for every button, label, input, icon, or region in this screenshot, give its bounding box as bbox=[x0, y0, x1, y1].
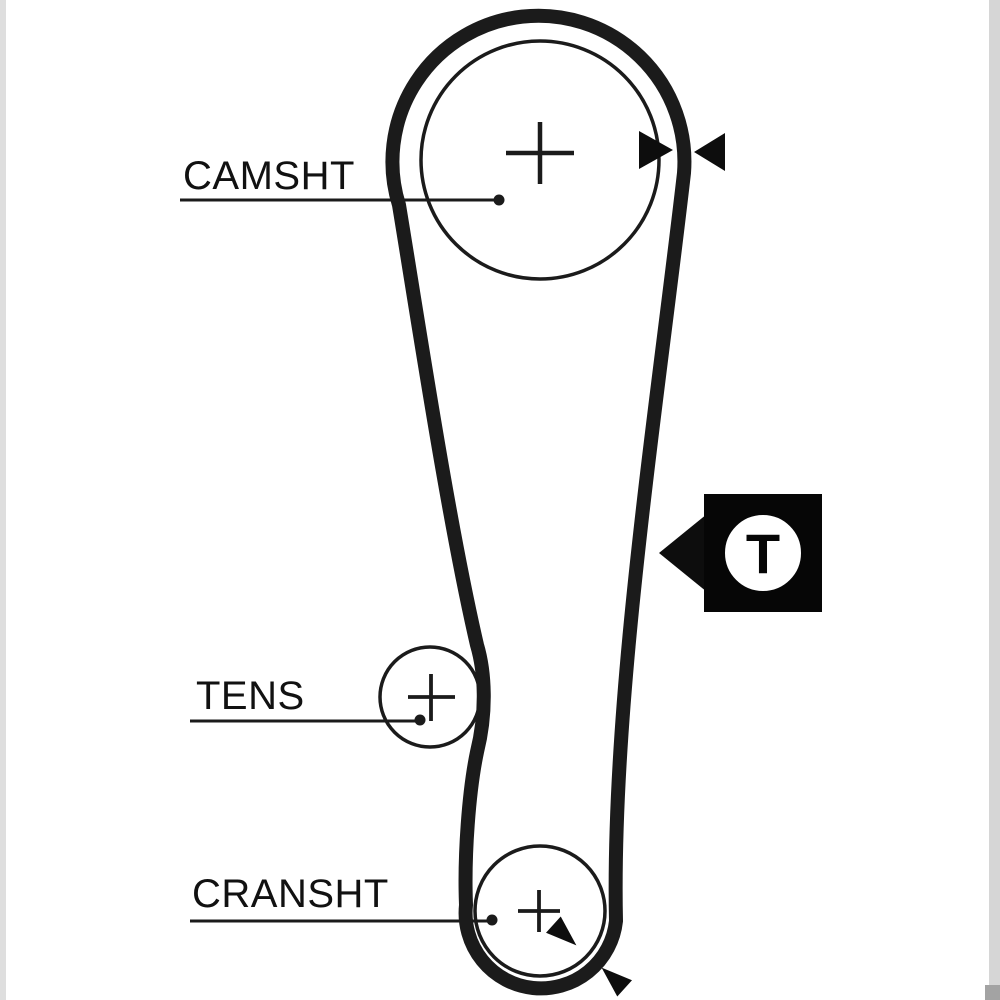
camshaft-cross-icon bbox=[506, 122, 574, 184]
crankshaft-pulley bbox=[473, 844, 607, 978]
tension-badge-arrow-icon bbox=[659, 514, 707, 592]
crankshaft-label: CRANSHT bbox=[192, 872, 389, 916]
page-corner-bottom-right bbox=[985, 985, 1000, 1000]
camshaft-pulley bbox=[419, 39, 661, 281]
tensioner-label: TENS bbox=[196, 674, 305, 718]
crankshaft-leader-dot bbox=[486, 914, 498, 926]
page-edge-right bbox=[989, 0, 1000, 1000]
tension-badge-label: T bbox=[746, 522, 780, 585]
crank-timing-mark-outer-icon bbox=[601, 967, 632, 997]
camshaft-label: CAMSHT bbox=[183, 154, 355, 198]
tensioner-leader-dot bbox=[414, 714, 426, 726]
camshaft-leader-dot bbox=[493, 194, 505, 206]
page-edge-left bbox=[0, 0, 6, 1000]
tension-badge: T bbox=[659, 494, 822, 612]
timing-belt bbox=[385, 8, 692, 996]
belt-timing-mark-left-icon bbox=[639, 131, 673, 169]
tensioner-cross-icon bbox=[408, 674, 455, 721]
tension-badge-circle bbox=[723, 513, 803, 593]
crankshaft-cross-icon bbox=[518, 890, 560, 932]
belt-timing-mark-right-icon bbox=[694, 133, 725, 171]
crank-timing-mark-inner-icon bbox=[546, 916, 577, 946]
